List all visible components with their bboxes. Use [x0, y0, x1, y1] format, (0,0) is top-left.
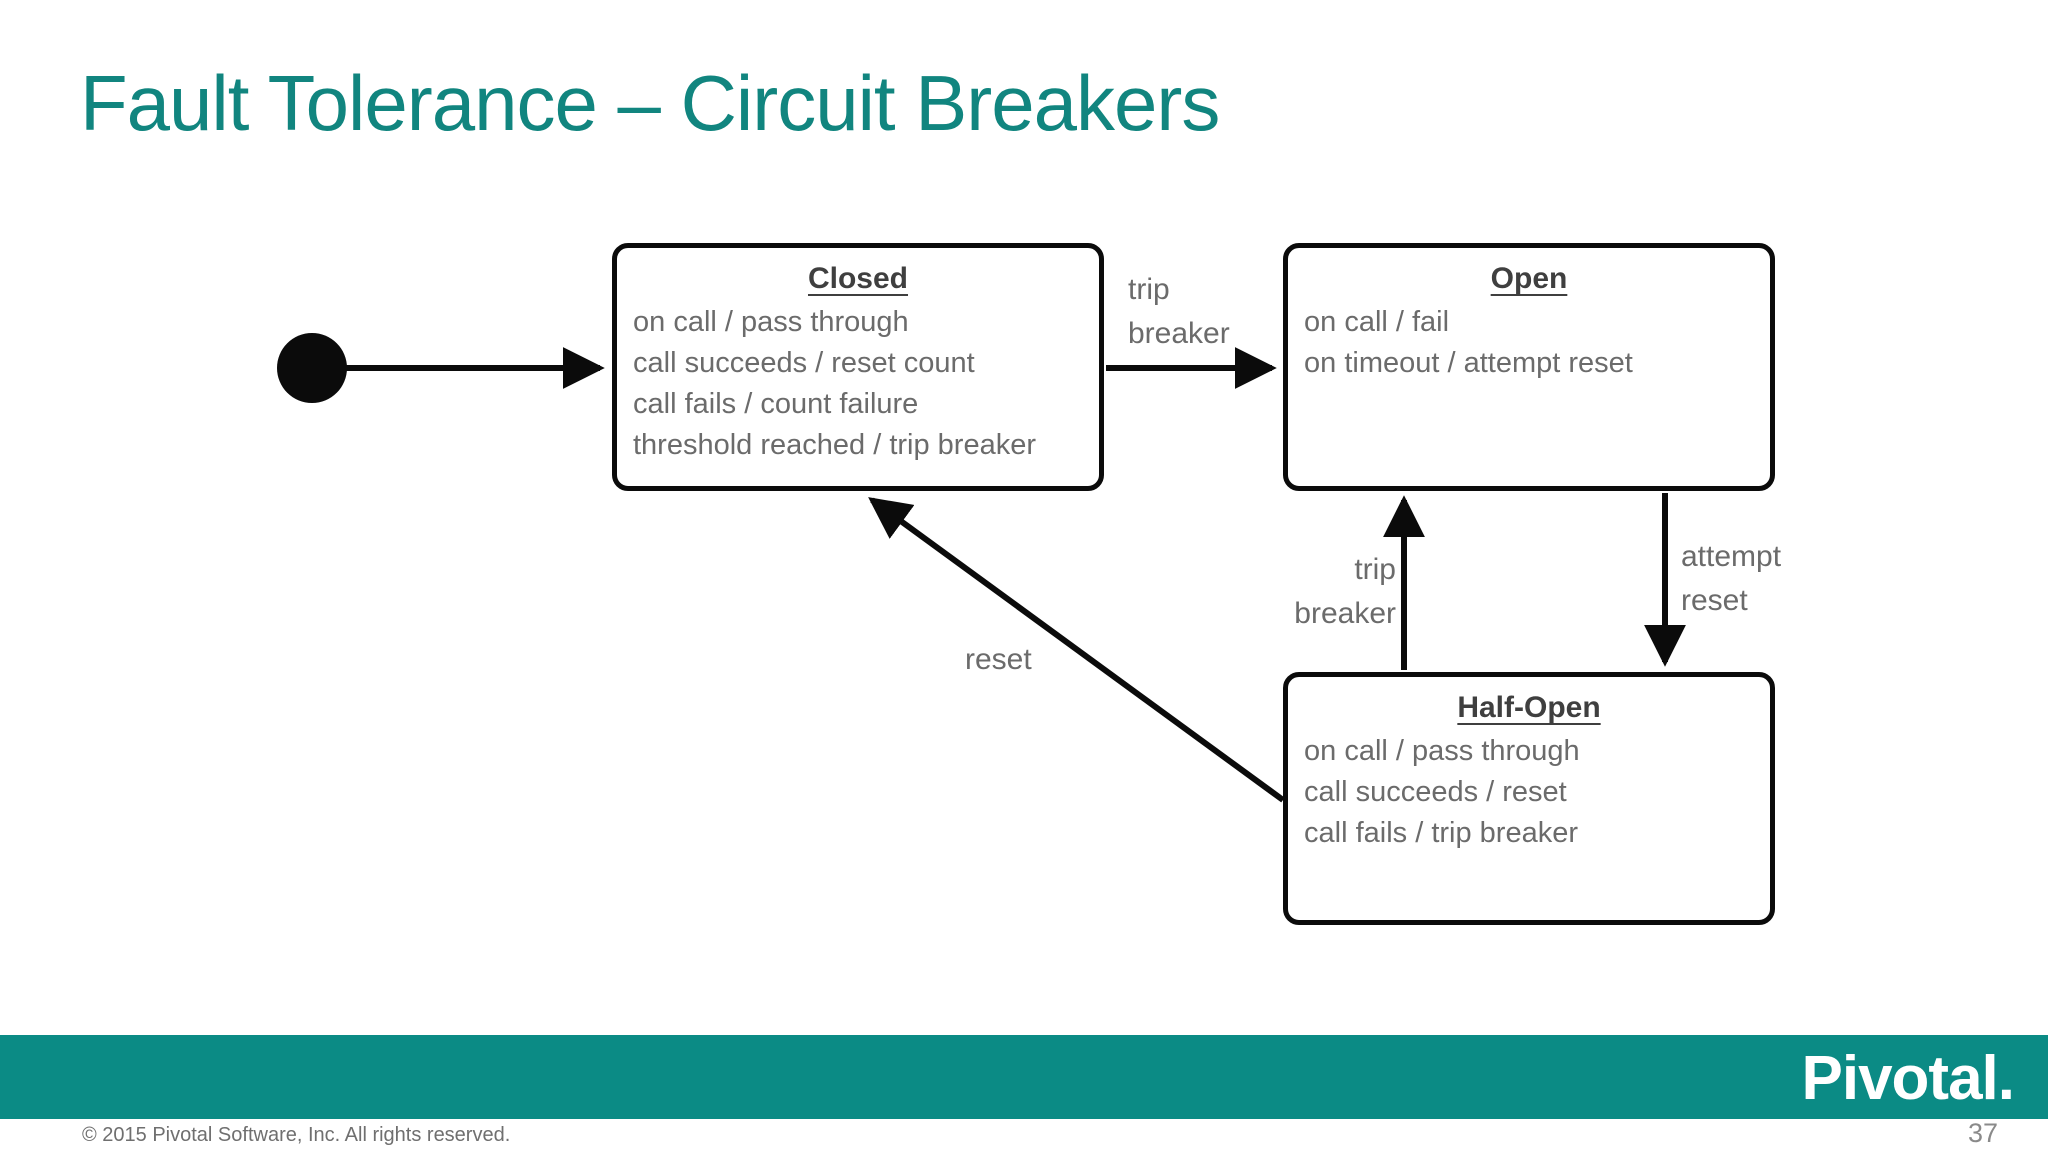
state-transition-line: call succeeds / reset	[1304, 776, 1567, 808]
state-box-open[interactable]: Open on call / fail on timeout / attempt…	[1283, 243, 1775, 491]
edge-label-closed-to-open: trip breaker	[1128, 268, 1230, 356]
copyright-text: © 2015 Pivotal Software, Inc. All rights…	[82, 1124, 511, 1146]
state-transition-line: call fails / trip breaker	[1304, 817, 1578, 849]
state-transition-line: on timeout / attempt reset	[1304, 347, 1633, 379]
pivotal-logo: Pivotal.	[1801, 1044, 2015, 1113]
page-title: Fault Tolerance – Circuit Breakers	[80, 59, 1220, 147]
edge-label-line: trip	[1354, 553, 1396, 586]
state-transition-line: on call / fail	[1304, 306, 1450, 338]
state-transition-line: on call / pass through	[633, 306, 909, 338]
state-machine-diagram: Closed on call / pass through call succe…	[277, 243, 1781, 925]
edge-label-half-open-to-open: trip breaker	[1272, 548, 1396, 636]
state-transition-line: call succeeds / reset count	[633, 347, 975, 379]
state-title-half-open: Half-Open	[1457, 691, 1601, 724]
edge-half-open-to-closed	[868, 497, 1285, 803]
edge-label-line: breaker	[1294, 597, 1396, 630]
state-transition-line: call fails / count failure	[633, 388, 919, 420]
state-box-half-open[interactable]: Half-Open on call / pass through call su…	[1283, 672, 1775, 925]
state-transition-line: threshold reached / trip breaker	[633, 429, 1036, 461]
edge-label-line: reset	[1681, 584, 1748, 617]
state-box-closed[interactable]: Closed on call / pass through call succe…	[612, 243, 1104, 491]
edge-label-line: attempt	[1681, 540, 1782, 573]
edge-label-open-to-half-open: attempt reset	[1681, 535, 1781, 623]
edge-label-half-open-to-closed: reset	[965, 643, 1032, 676]
page-number: 37	[1967, 1118, 1998, 1148]
diagram-edges	[277, 333, 1686, 803]
state-title-closed: Closed	[807, 262, 909, 295]
state-transition-line: on call / pass through	[1304, 735, 1580, 767]
footer-band	[0, 1035, 2048, 1119]
edge-label-line: breaker	[1128, 317, 1230, 350]
edge-label-line: trip	[1128, 273, 1170, 306]
initial-state-marker	[277, 333, 347, 403]
state-title-open: Open	[1490, 262, 1568, 295]
